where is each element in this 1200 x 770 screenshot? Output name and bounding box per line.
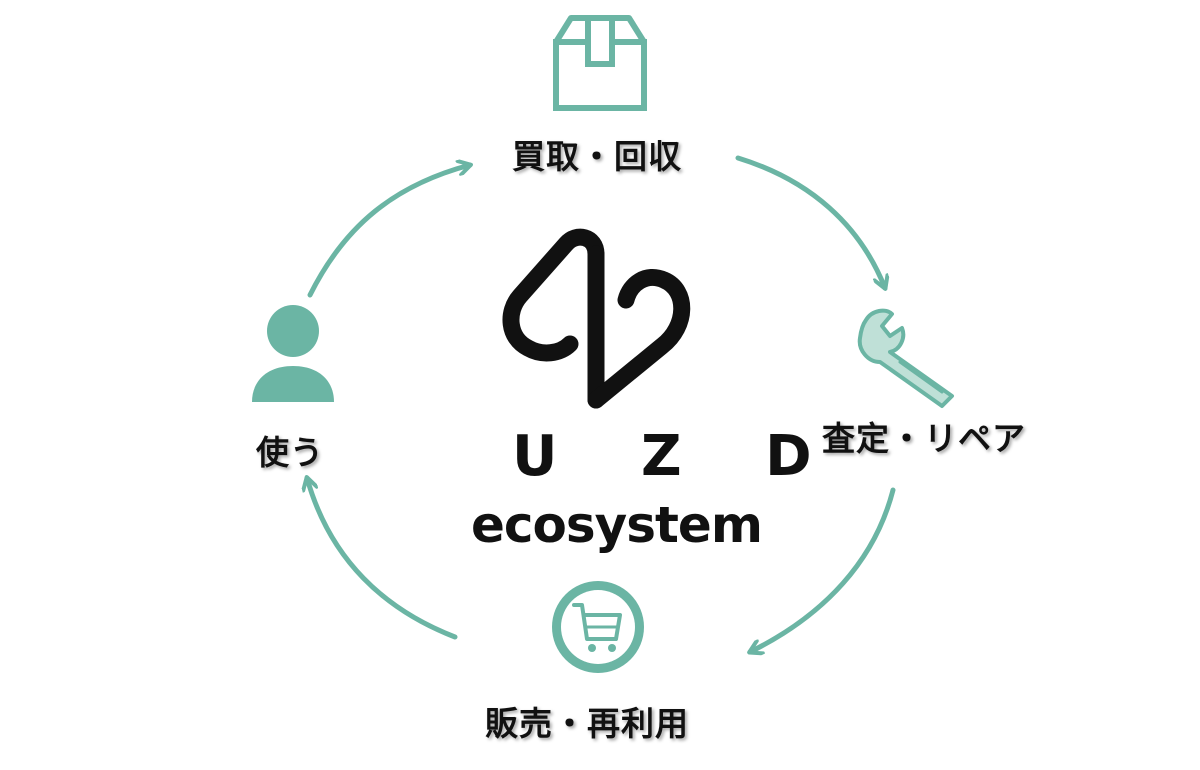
brand-name: U Z D [512,424,844,489]
brand-tagline: ecosystem [471,496,763,554]
arrow-use-to-buy [307,165,470,298]
arrow-buy-to-repair [735,155,885,288]
step-assess-repair-label: 査定・リペア [822,419,1026,458]
person-icon [252,305,334,402]
step-buy-collect-label: 買取・回収 [512,137,682,176]
uzd-logo-mark [502,228,691,409]
box-icon [553,15,647,111]
cart-icon [552,581,644,673]
arrow-sell-to-use [307,478,458,640]
step-sell-reuse-label: 販売・再利用 [485,704,689,743]
wrench-icon [857,308,954,408]
arrow-repair-to-sell [750,487,896,652]
step-use-label: 使う [256,433,324,472]
